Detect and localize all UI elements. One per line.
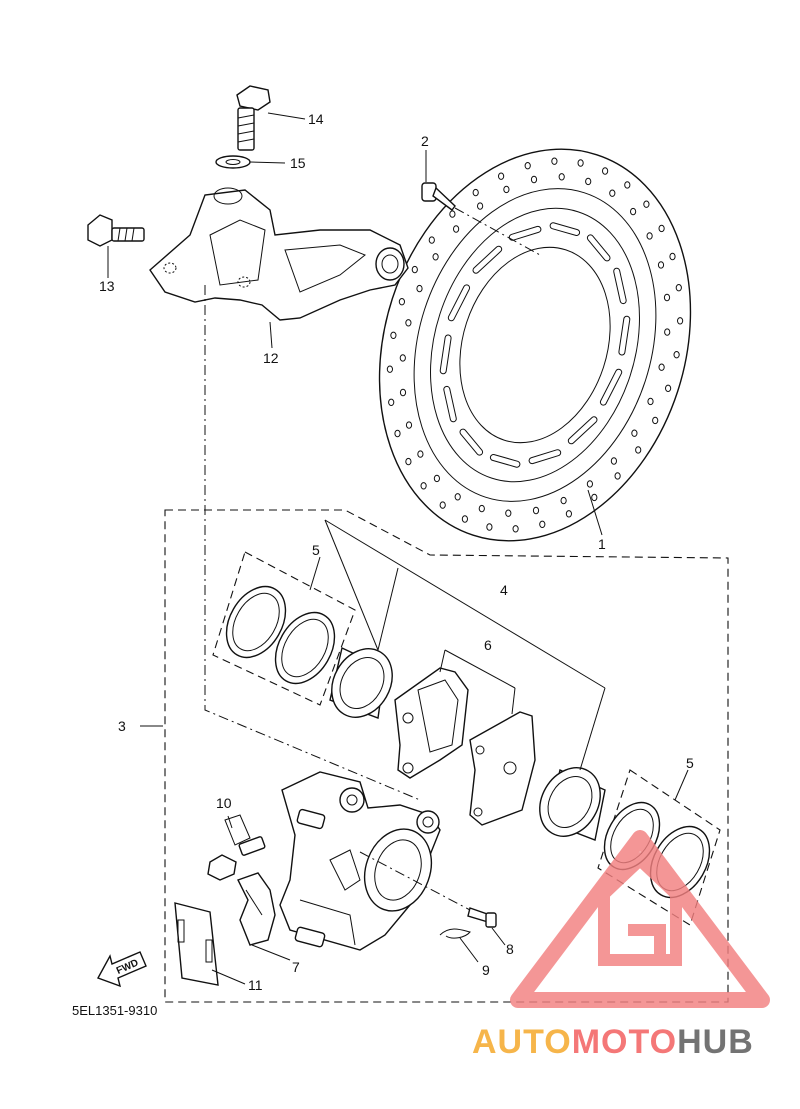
pad-shim [174,902,219,986]
piston [539,767,606,841]
pad-spring [237,872,276,946]
caliper-body [279,771,441,951]
piston-seal [274,611,336,685]
pin-clip [439,928,471,939]
caliper-assembly-box [164,509,729,1003]
disc-bolt [421,182,541,256]
piston-seal [225,585,287,659]
callout-6: 6 [484,637,492,653]
brake-pad [469,711,536,826]
callout-15: 15 [290,155,306,171]
piston [329,647,393,719]
callout-5-left: 5 [312,542,320,558]
watermark-logo: AUTOMOTOHUB [472,830,770,1061]
callout-7: 7 [292,959,300,975]
pad-pin [359,851,497,928]
washer [215,155,251,169]
callout-1: 1 [598,536,606,552]
callout-14: 14 [308,111,324,127]
callout-2: 2 [421,133,429,149]
callout-12: 12 [263,350,279,366]
callout-8: 8 [506,941,514,957]
bleeder-screw [207,814,266,881]
fwd-arrow-icon: FWD [96,951,147,988]
leader-lines [107,112,689,985]
callout-4: 4 [500,582,508,598]
callout-3: 3 [118,718,126,734]
watermark-auto: AUTO [472,1023,572,1061]
svg-text:AUTOMOTOHUB: AUTOMOTOHUB [472,1023,754,1061]
callout-5-right: 5 [686,755,694,771]
caliper-bracket [149,187,409,321]
watermark-moto: MOTO [572,1023,677,1061]
callout-labels: 1 2 3 4 5 5 6 7 8 9 10 11 12 13 14 15 [99,111,694,993]
callout-11: 11 [248,977,263,993]
bracket-bolt-side [87,214,145,247]
callout-13: 13 [99,278,115,294]
diagram-code: 5EL1351-9310 [72,1003,157,1018]
callout-10: 10 [216,795,232,811]
brake-disc [378,148,692,542]
triangle-logo-icon [510,830,770,1008]
bracket-bolt-top [236,85,271,151]
brake-pad [394,667,469,779]
callout-9: 9 [482,962,490,978]
watermark-hub: HUB [677,1023,754,1061]
